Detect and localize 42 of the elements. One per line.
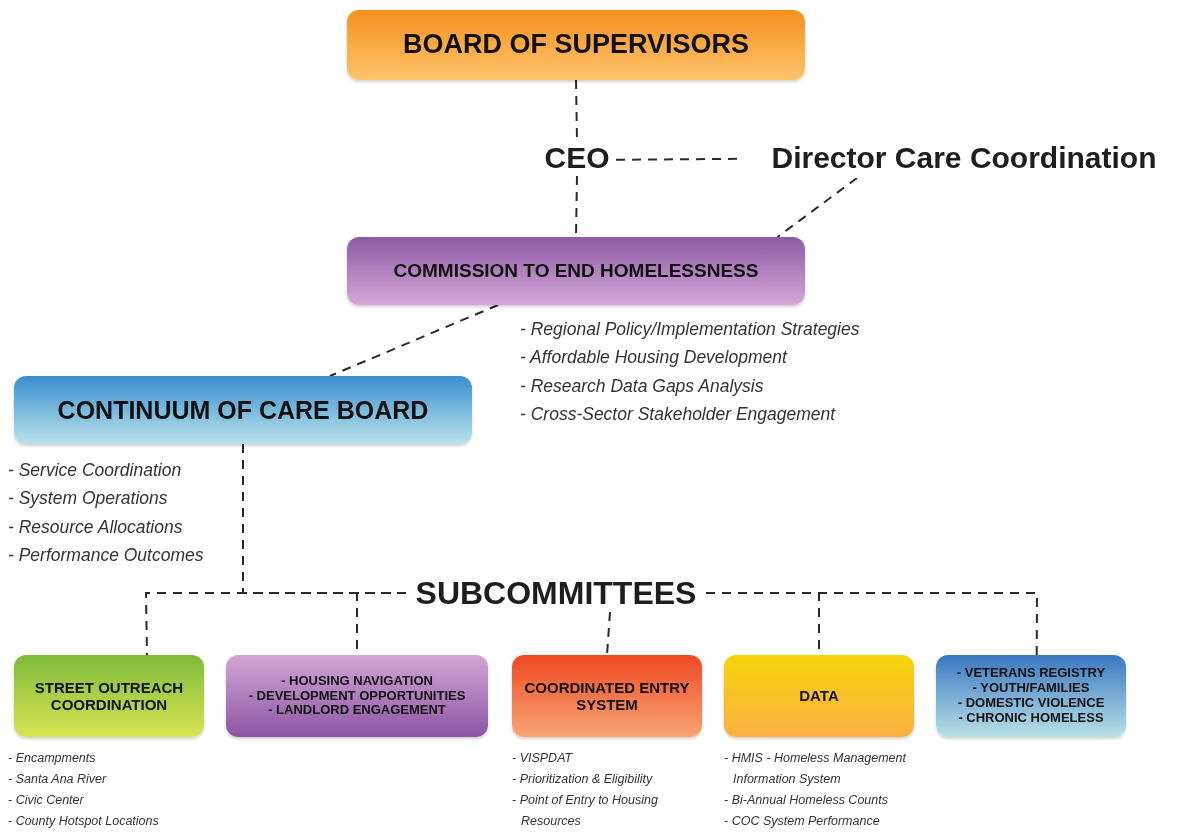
note-text: - Cross-Sector Stakeholder Engagement: [520, 403, 837, 427]
dashed-connector: [606, 611, 611, 656]
box-label: - VETERANS REGISTRY: [956, 666, 1106, 682]
note-text: - VISPDAT: [512, 750, 574, 767]
box-label: CONTINUUM OF CARE BOARD: [57, 395, 429, 425]
org-box: [226, 655, 488, 737]
note-text: - Civic Center: [8, 792, 85, 809]
box-label: COORDINATED ENTRY SYSTEM: [523, 678, 691, 714]
org-box: [347, 237, 805, 305]
note-text: - Research Data Gaps Analysis: [520, 374, 765, 398]
note-text: - HMIS - Homeless Management Information System: [724, 750, 908, 788]
org-box: [14, 655, 204, 737]
note-text: - Resource Allocations: [8, 515, 184, 539]
org-box: [936, 655, 1126, 737]
box-label: - LANDLORD ENGAGEMENT: [268, 703, 446, 719]
note-text: - County Hotspot Locations: [8, 813, 160, 830]
note-text: - Point of Entry to Housing Resources: [512, 792, 659, 830]
note-text: - Affordable Housing Development: [520, 346, 789, 370]
note-text: - Performance Outcomes: [8, 544, 205, 568]
note-text: - Service Coordination: [8, 459, 183, 482]
box-label: - HOUSING NAVIGATION: [281, 673, 433, 689]
org-box: [14, 376, 472, 444]
box-label: - YOUTH/FAMILIES: [972, 681, 1090, 696]
box-label: - DEVELOPMENT OPPORTUNITIES: [248, 688, 466, 704]
note-text: - Santa Ana River: [8, 771, 108, 788]
note-text: - Regional Policy/Implementation Strategies: [520, 318, 861, 341]
dashed-connector: [776, 177, 858, 238]
box-label: - CHRONIC HOMELESS: [958, 710, 1104, 726]
note-text: - System Operations: [8, 487, 169, 511]
org-box: [347, 10, 805, 80]
box-label: DATA: [799, 687, 839, 705]
note-text: - Encampments: [8, 750, 97, 767]
dashed-connector: [329, 304, 500, 377]
note-text: - COC System Performance: [724, 813, 881, 830]
org-box: [724, 655, 914, 737]
box-label: COMMISSION TO END HOMELESSNESS: [393, 260, 759, 282]
box-label: BOARD OF SUPERVISORS: [402, 29, 750, 61]
box-label: - DOMESTIC VIOLENCE: [957, 696, 1105, 711]
note-text: - Bi-Annual Homeless Counts: [724, 792, 889, 809]
note-text: - Prioritization & Eligibility: [512, 771, 654, 788]
org-box: [512, 655, 702, 737]
box-label: STREET OUTREACH COORDINATION: [33, 678, 185, 714]
